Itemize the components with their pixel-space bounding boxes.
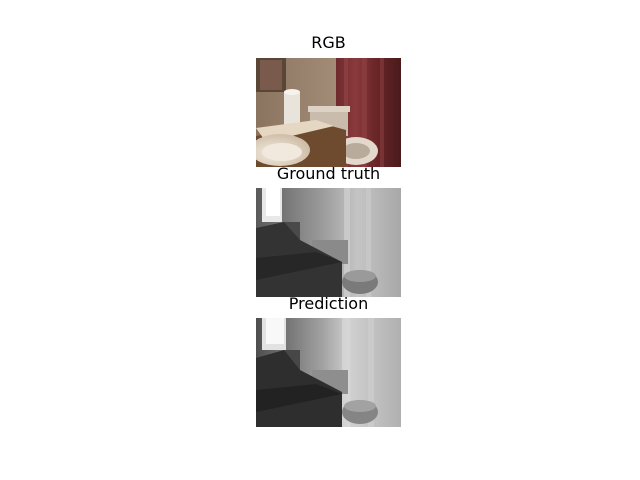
- prediction-depth-image: [256, 318, 401, 427]
- rgb-image-graphic: [256, 58, 401, 167]
- prediction-depth-graphic: [256, 318, 401, 427]
- rgb-panel-title: RGB: [311, 33, 346, 52]
- ground-truth-depth-image: [256, 188, 401, 297]
- rgb-image: [256, 58, 401, 167]
- ground-truth-depth-graphic: [256, 188, 401, 297]
- ground-truth-panel-title: Ground truth: [276, 164, 381, 183]
- prediction-panel-title: Prediction: [288, 294, 369, 313]
